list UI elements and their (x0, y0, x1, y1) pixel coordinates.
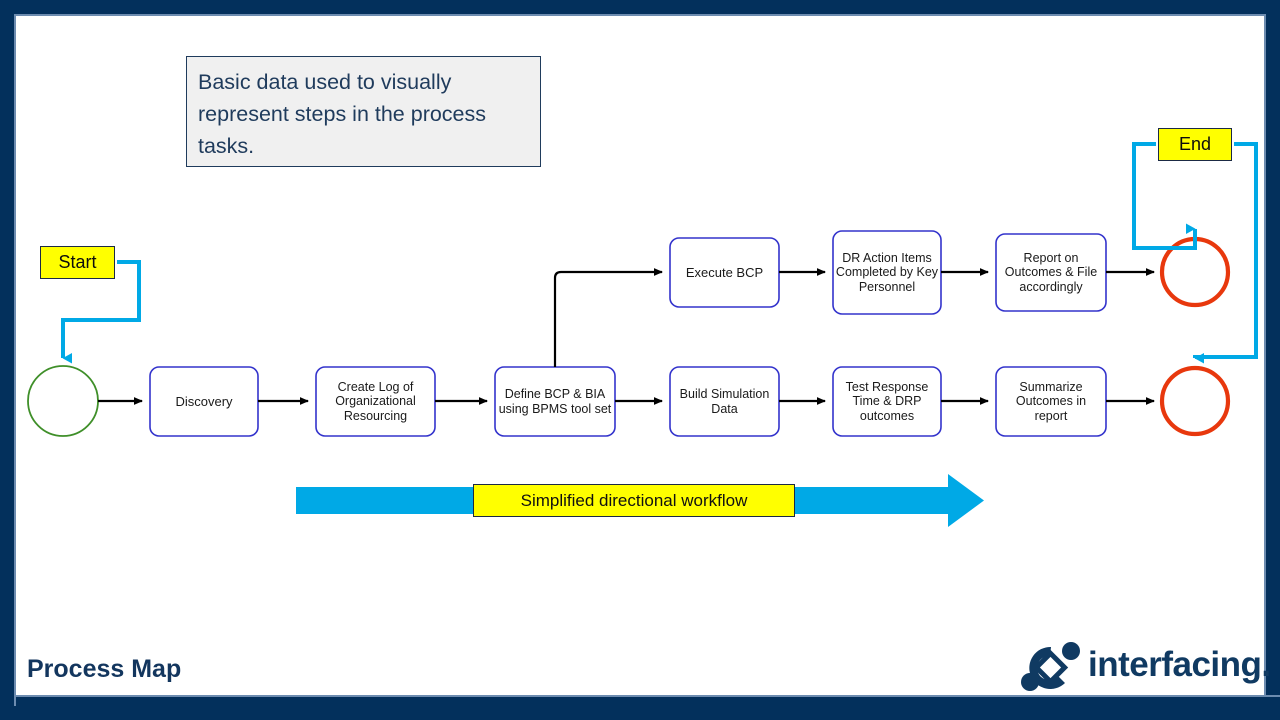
task-box-create-log[interactable] (315, 366, 436, 437)
task-box-define-bcp-bia[interactable] (494, 366, 616, 437)
annotation-note-box: Basic data used to visually represent st… (186, 56, 541, 167)
task-box-execute-bcp[interactable] (669, 237, 780, 308)
annotation-connectors (61, 142, 1258, 364)
start-label[interactable]: Start (40, 246, 115, 279)
footer-band (16, 697, 1280, 720)
task-box-test-response-time[interactable] (832, 366, 942, 437)
end-event-circle-bottom (1159, 365, 1231, 437)
annotation-note-text: Basic data used to visually represent st… (198, 70, 487, 158)
page-title: Process Map (27, 655, 182, 683)
sequence-flows (98, 268, 1155, 405)
task-box-discovery[interactable] (149, 366, 259, 437)
brand-logo: interfacing. (1010, 637, 1271, 693)
brand-wordmark: interfacing. (1088, 645, 1271, 684)
footer-band-highlight (16, 695, 1280, 697)
directional-workflow-label: Simplified directional workflow (473, 484, 795, 517)
task-box-build-simulation-data[interactable] (669, 366, 780, 437)
task-box-report-on-outcomes[interactable] (995, 233, 1107, 312)
task-box-dr-action-items[interactable] (832, 230, 942, 315)
end-label[interactable]: End (1158, 128, 1232, 161)
task-box-summarize-outcomes[interactable] (995, 366, 1107, 437)
interfacing-logo-mark (1021, 642, 1080, 691)
start-event-circle (27, 365, 99, 437)
